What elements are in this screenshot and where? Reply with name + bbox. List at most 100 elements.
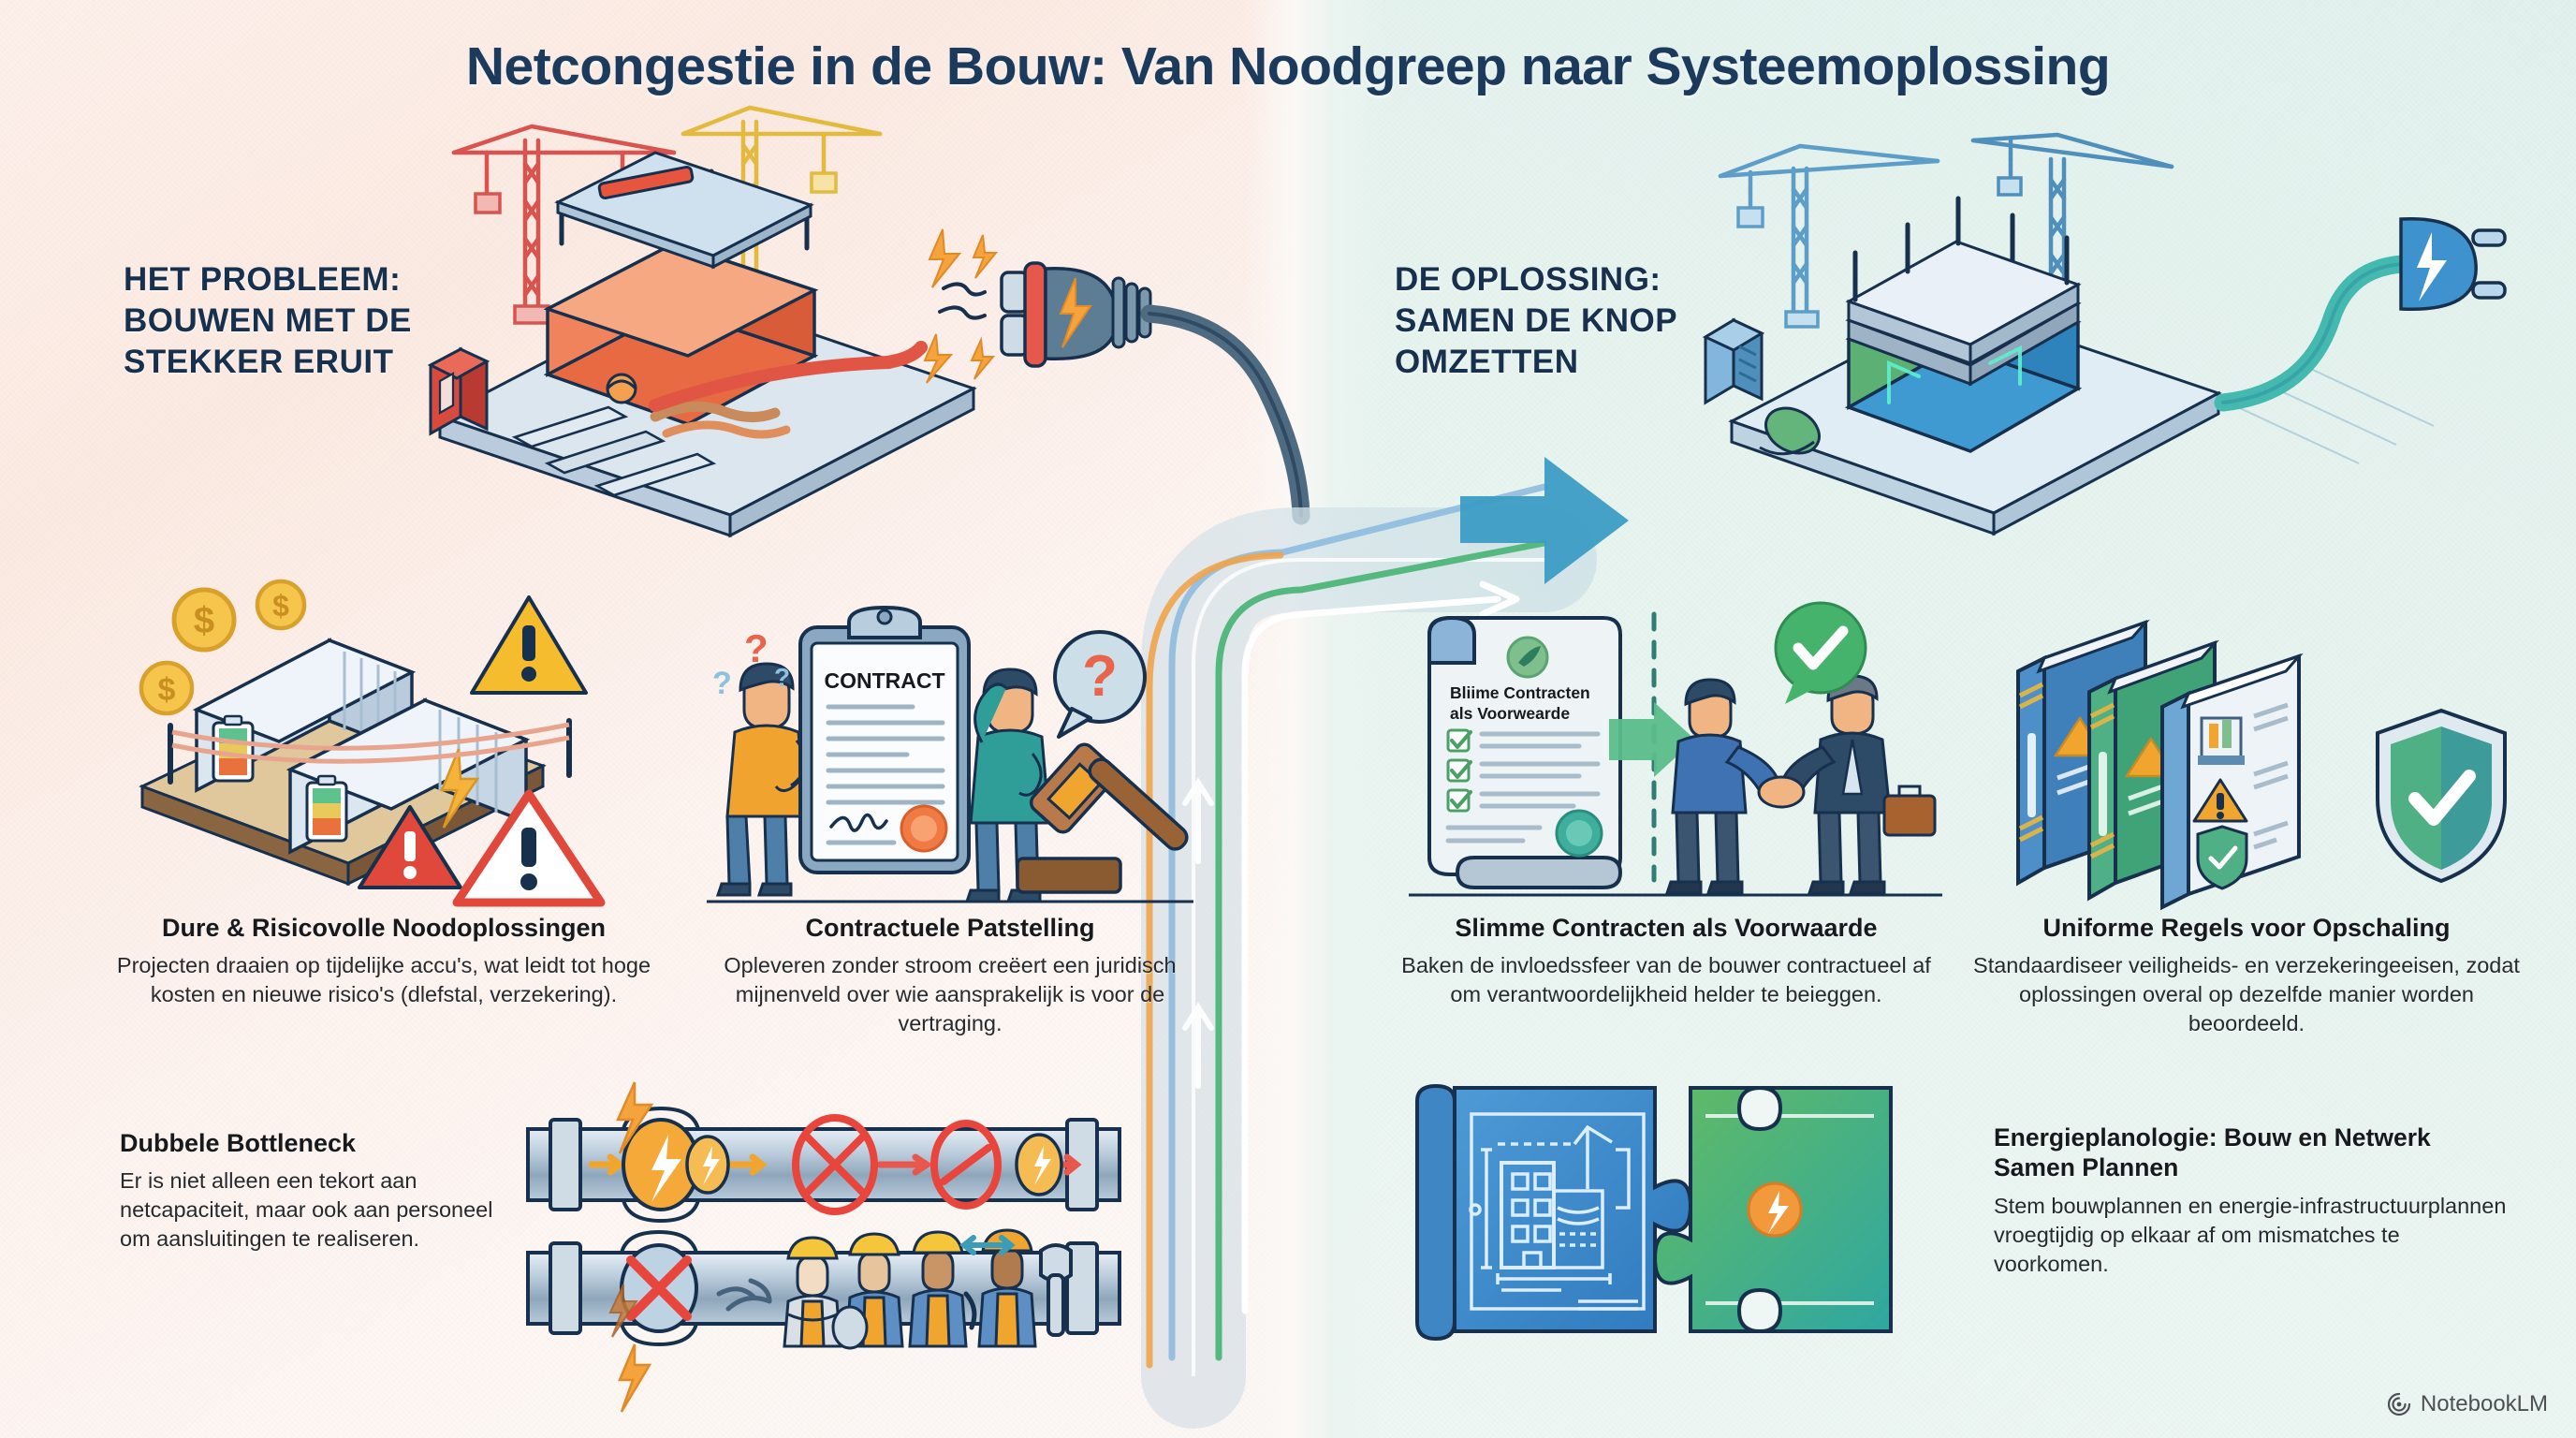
puzzled-worker-left: [715, 662, 809, 897]
solution-heading-line-3: OMZETTEN: [1395, 343, 1579, 380]
smart-contract-handshake-illustration: Bliime Contracten als Voorwearde: [1409, 601, 1952, 913]
construction-worker-icon-4: [977, 1228, 1037, 1348]
powered-building: [1844, 196, 2083, 453]
construction-worker-icon-3: [908, 1230, 977, 1348]
card-contractuele-patstelling: Contractuele Patstelling Opleveren zonde…: [688, 913, 1212, 1038]
emergency-battery-containers-illustration: $ $ $: [103, 562, 665, 913]
question-mark-icon: ?: [744, 626, 768, 670]
broken-tool-icon: [716, 1278, 772, 1312]
scroll-seal-icon: [1555, 809, 1603, 858]
dollar-coin-icon-2: $: [255, 579, 307, 631]
regulation-book-light: [2160, 653, 2304, 911]
dollar-coin-icon: $: [171, 587, 237, 653]
substation-icon: [1702, 317, 1765, 405]
green-transformer-icon: [1759, 406, 1821, 456]
svg-text:$: $: [158, 672, 176, 708]
svg-text:$: $: [194, 600, 214, 641]
solution-heading-line-1: DE OPLOSSING:: [1395, 261, 1661, 298]
card-body: Baken de invloedssfeer van de bouwer con…: [1401, 953, 1931, 1007]
eco-emblem-icon: [1506, 636, 1549, 679]
tower-crane-icon: [451, 124, 677, 325]
unplugged-plug-icon: [1000, 261, 1310, 525]
notebooklm-spiral-icon: [2387, 1392, 2411, 1416]
notebooklm-watermark: NotebookLM: [2387, 1391, 2548, 1417]
battery-container-icon-2: [285, 697, 531, 855]
notebooklm-label: NotebookLM: [2420, 1391, 2548, 1416]
card-body: Stem bouwplannen en energie-infrastructu…: [1994, 1193, 2507, 1276]
card-body: Opleveren zonder stroom creëert een juri…: [724, 953, 1177, 1036]
uniform-regulations-illustration: [1984, 613, 2509, 911]
blockage-x-icon: [792, 1114, 878, 1215]
connected-power-cable: [2214, 255, 2412, 412]
scroll-title-line-2: als Voorwearde: [1450, 704, 1570, 723]
contract-clipboard: CONTRACT: [798, 605, 971, 874]
card-title: Dubbele Bottleneck: [120, 1129, 357, 1157]
dollar-coin-icon-3: $: [139, 660, 195, 716]
card-dubbele-bottleneck: Dubbele Bottleneck Er is niet alleen een…: [120, 1128, 504, 1254]
construction-debris: [511, 373, 791, 497]
clipboard-contract-label: CONTRACT: [824, 668, 944, 693]
construction-site-unplugged-illustration: [374, 105, 1357, 538]
page-title: Netcongestie in de Bouw: Van Noodgreep n…: [465, 37, 2111, 96]
card-energieplanologie: Energieplanologie: Bouw en Netwerk Samen…: [1994, 1123, 2518, 1279]
construction-worker-icon-1: [783, 1236, 842, 1348]
gap-arrow-icon: [959, 1235, 1016, 1255]
wrench-icon: [1039, 1243, 1073, 1337]
green-arrow-icon: [1609, 702, 1695, 777]
svg-text:$: $: [272, 589, 289, 623]
book-content-diagram: [2198, 716, 2245, 765]
warning-triangle-icon-red-small: [358, 805, 462, 889]
card-uniforme-regels: Uniforme Regels voor Opschaling Standaar…: [1961, 913, 2532, 1038]
card-title: Dure & Risicovolle Noodoplossingen: [161, 914, 607, 942]
card-title: Contractuele Patstelling: [805, 914, 1095, 942]
gavel-icon: [1016, 742, 1189, 894]
handshake-icon: [1664, 674, 1937, 895]
problem-section-heading: HET PROBLEEM: BOUWEN MET DE STEKKER ERUI…: [124, 259, 526, 382]
card-slimme-contracten: Slimme Contracten als Voorwaarde Baken d…: [1385, 913, 1947, 1009]
card-body: Projecten draaien op tijdelijke accu's, …: [116, 953, 651, 1007]
checklist-items: [1445, 728, 1601, 844]
blueprint-icon: [1469, 1112, 1646, 1311]
card-body: Standaardiseer veiligheids- en verzekeri…: [1973, 953, 2520, 1036]
contract-deadlock-illustration: ? ? ? CONTRACT ?: [707, 604, 1231, 917]
green-check-bubble-icon: [1774, 601, 1867, 704]
problem-heading-line-2: BOUWEN MET DE: [124, 301, 412, 339]
energy-token-icon-puzzle: [1747, 1181, 1803, 1238]
panel-seam-gradient: [1245, 0, 1385, 1438]
power-cabinet-icon: [427, 346, 490, 436]
scroll-title-line-1: Bliime Contracten: [1450, 683, 1590, 702]
warning-triangle-icon-red-large: [452, 789, 606, 907]
question-speech-bubble: ?: [1053, 630, 1147, 739]
electric-spark-icon-top: [616, 1081, 654, 1154]
pipeline-personnel-blocked: [526, 1228, 1121, 1413]
problem-heading-line-3: STEKKER ERUIT: [124, 343, 394, 380]
pipeline-capacity-blocked: [526, 1081, 1121, 1224]
solution-heading-line-2: SAMEN DE KNOP: [1395, 301, 1678, 339]
smart-contract-scroll: Bliime Contracten als Voorwearde: [1427, 615, 1623, 889]
svg-text:?: ?: [1082, 644, 1118, 709]
card-title: Energieplanologie: Bouw en Netwerk Samen…: [1994, 1123, 2431, 1181]
double-bottleneck-pipes-illustration: [505, 1077, 1142, 1413]
solution-section-heading: DE OPLOSSING: SAMEN DE KNOP OMZETTEN: [1395, 259, 1807, 382]
connected-plug-icon: [2399, 216, 2507, 312]
card-title: Uniforme Regels voor Opschaling: [2042, 914, 2451, 942]
electric-spark-icon-bottom: [618, 1343, 652, 1413]
flow-arrow-icon: [1460, 457, 1629, 584]
no-entry-icon: [930, 1120, 1002, 1210]
electric-spark-icon: [923, 228, 999, 384]
question-mark-icon-3: ?: [774, 663, 790, 692]
severed-power-cable: [649, 356, 896, 412]
energy-planning-puzzle-illustration: [1404, 1077, 1966, 1381]
energy-token-icon-small: [685, 1135, 730, 1195]
shield-check-icon: [2376, 708, 2507, 884]
contract-seal-icon: [900, 804, 948, 853]
electric-spark-icon-mid: [608, 1284, 638, 1338]
card-title: Slimme Contracten als Voorwaarde: [1455, 914, 1878, 942]
card-body: Er is niet alleen een tekort aan netcapa…: [120, 1168, 493, 1252]
connected-site-solution-illustration: [1647, 122, 2546, 536]
energy-token-icon-large: [622, 1118, 700, 1211]
tower-crane-icon-solution-1: [1718, 143, 1940, 329]
warning-triangle-icon-yellow: [470, 595, 588, 695]
small-shield-check-icon: [2196, 825, 2248, 890]
problem-to-solution-flow-band: [1105, 262, 1713, 1429]
